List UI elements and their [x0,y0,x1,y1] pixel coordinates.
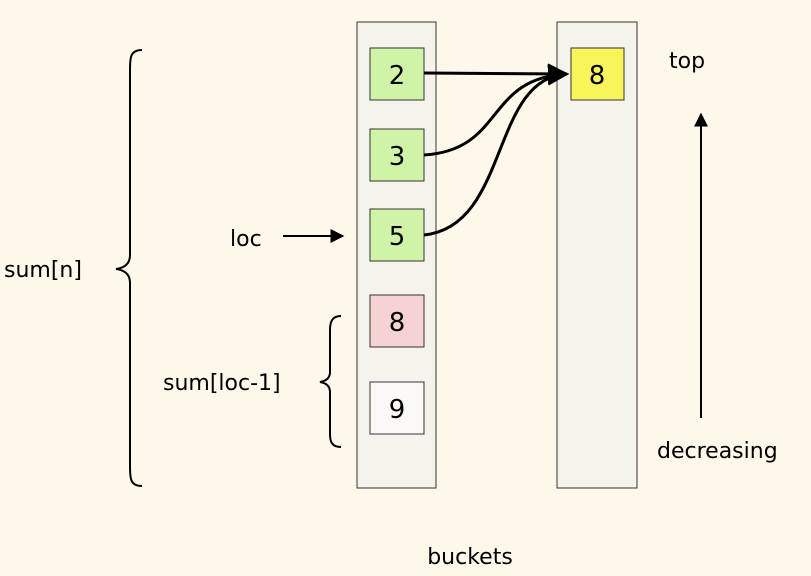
right-cell-0-value: 8 [589,61,606,91]
right-cell-0-box [570,47,625,101]
sum-n-brace [115,49,143,487]
sum-n-label: sum[n] [4,258,82,283]
left-cell-3-value: 8 [389,308,406,338]
right-cell-0: 8 [570,47,625,101]
left-cell-0-value: 2 [389,61,406,91]
sum-loc-minus-1-label: sum[loc-1] [163,371,281,396]
left-cell-2: 5 [369,208,425,262]
left-cell-4-box [369,381,425,435]
left-cell-2-box [369,208,425,262]
left-cell-3: 8 [369,294,425,348]
arrow-2-to-top [423,63,570,85]
buckets-label: buckets [427,545,513,570]
arrow-3-to-top [423,64,570,157]
decreasing-label: decreasing [657,439,778,464]
loc-label: loc [230,227,262,252]
left-cell-0-box [369,47,425,101]
top-label: top [669,49,705,74]
left-cell-1-value: 3 [389,142,406,172]
left-cell-3-box [369,294,425,348]
left-cell-2-value: 5 [389,222,406,252]
arrow-5-to-top [423,64,570,237]
left-cell-4: 9 [369,381,425,435]
sum-loc-minus-1-brace [319,315,342,448]
left-cell-0: 2 [369,47,425,101]
left-cell-4-value: 9 [389,395,406,425]
left-cell-1: 3 [369,128,425,182]
